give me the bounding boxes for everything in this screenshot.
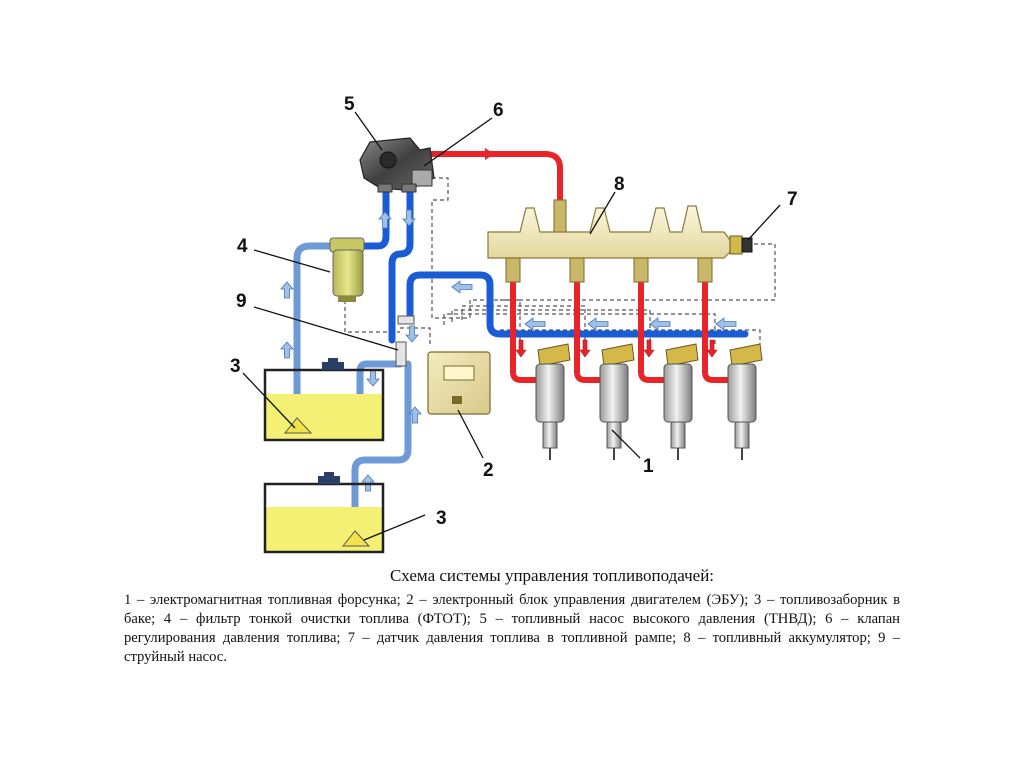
fuel-filter <box>329 237 365 302</box>
jet-pump <box>395 315 415 367</box>
label-3-top: 3 <box>230 356 241 377</box>
fuel-lines-blue <box>293 186 749 539</box>
fuel-tank-1 <box>263 358 385 442</box>
injectors <box>535 343 763 460</box>
label-8: 8 <box>614 174 625 195</box>
label-2: 2 <box>483 460 494 481</box>
pressure-sensor <box>729 235 753 255</box>
label-9: 9 <box>236 291 247 312</box>
label-3-bottom: 3 <box>436 508 447 529</box>
caption-title: Схема системы управления топливоподачей: <box>389 566 715 585</box>
fuel-rail <box>487 199 731 283</box>
fuel-tank-2 <box>263 472 385 554</box>
leader-lines <box>242 111 781 541</box>
label-4: 4 <box>237 236 248 257</box>
ecu-unit <box>427 351 491 415</box>
high-pressure-pump <box>359 137 435 193</box>
injector-2 <box>599 343 635 460</box>
label-1: 1 <box>643 456 654 477</box>
callout-numbers: 5 6 8 7 4 9 3 2 1 3 <box>230 94 798 529</box>
fuel-lines-red <box>429 151 730 383</box>
injector-1 <box>535 343 571 460</box>
caption-body: 1 – электромагнитная топливная форсунка;… <box>124 592 900 665</box>
label-7: 7 <box>787 189 798 210</box>
injector-4 <box>727 343 763 460</box>
label-5: 5 <box>344 94 355 115</box>
injector-3 <box>663 343 699 460</box>
label-6: 6 <box>493 100 504 121</box>
